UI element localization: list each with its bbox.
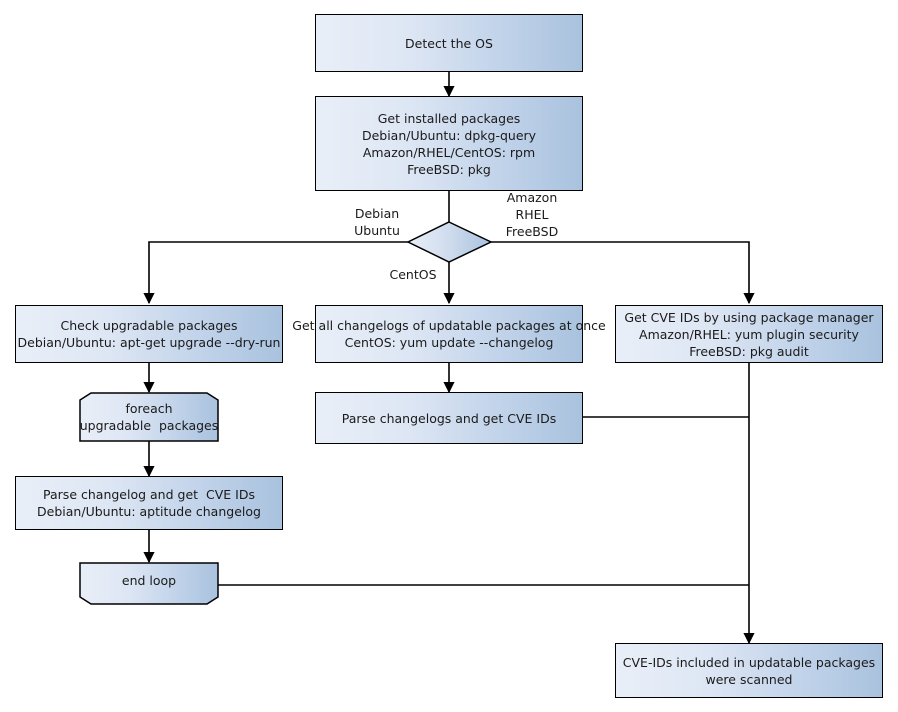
node-foreach-loop-label: foreach upgradable packages	[79, 401, 219, 433]
node-check-upgradable[interactable]: Check upgradable packages Debian/Ubuntu:…	[15, 305, 283, 363]
edge-decision-to-cve-pkgmgr	[491, 241, 755, 305]
node-check-upgradable-label: Check upgradable packages Debian/Ubuntu:…	[17, 318, 281, 350]
node-result-label: CVE-IDs included in updatable packages w…	[622, 654, 876, 687]
edge-label-centos: CentOS	[389, 267, 437, 282]
node-end-loop[interactable]: end loop	[80, 563, 218, 604]
node-result[interactable]: CVE-IDs included in updatable packages w…	[615, 643, 883, 698]
node-parse-changelog-single-label: Parse changelog and get CVE IDs Debian/U…	[37, 487, 261, 519]
node-get-all-changelogs[interactable]: Get all changelogs of updatable packages…	[292, 305, 606, 363]
node-get-installed-packages-label: Get installed packages Debian/Ubuntu: dp…	[361, 110, 537, 177]
edge-label-debian-ubuntu: Debian Ubuntu	[354, 206, 400, 238]
node-detect-os-label: Detect the OS	[405, 35, 493, 51]
node-get-cve-ids-pkgmgr[interactable]: Get CVE IDs by using package manager Ama…	[615, 305, 883, 363]
node-get-all-changelogs-label: Get all changelogs of updatable packages…	[292, 318, 606, 350]
edge-decision-to-check-upgradable	[143, 241, 408, 305]
edge-label-amazon-rhel-freebsd: Amazon RHEL FreeBSD	[505, 190, 559, 239]
node-end-loop-label: end loop	[121, 572, 177, 588]
node-end-loop-inner: end loop	[80, 563, 218, 597]
node-parse-changelogs-multi[interactable]: Parse changelogs and get CVE IDs	[315, 392, 583, 444]
decision-diamond-shape	[406, 221, 493, 263]
node-foreach-loop[interactable]: foreach upgradable packages	[79, 393, 219, 441]
node-parse-changelog-single[interactable]: Parse changelog and get CVE IDs Debian/U…	[15, 476, 283, 530]
node-get-cve-ids-pkgmgr-label: Get CVE IDs by using package manager Ama…	[624, 309, 874, 359]
node-foreach-loop-inner: foreach upgradable packages	[79, 393, 219, 441]
node-detect-os[interactable]: Detect the OS	[315, 14, 583, 72]
node-get-installed-packages[interactable]: Get installed packages Debian/Ubuntu: dp…	[315, 96, 583, 191]
node-parse-changelogs-multi-label: Parse changelogs and get CVE IDs	[341, 410, 557, 426]
